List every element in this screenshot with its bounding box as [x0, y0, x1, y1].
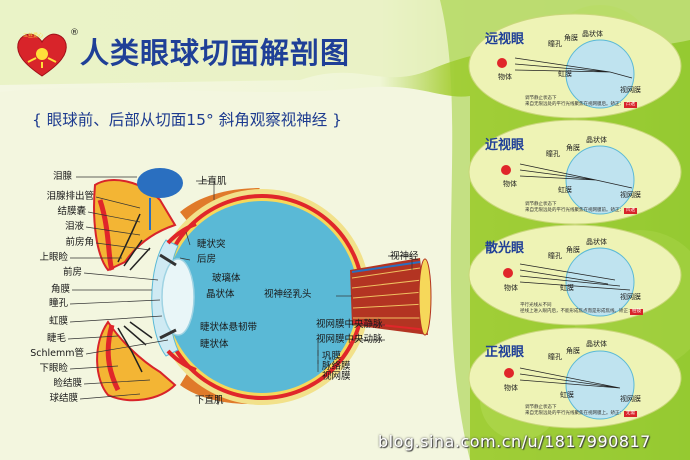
panel-label-iris: 虹膜 [558, 70, 572, 78]
panel-label-iris: 虹膜 [560, 284, 574, 292]
label-central-retinal-artery: 视网膜中央动脉 [316, 334, 383, 345]
panel-label-cornea: 角膜 [566, 347, 580, 355]
panel-label-iris: 虹膜 [558, 186, 572, 194]
panel-label-retina: 视网膜 [620, 86, 641, 94]
panel-emmetropia [468, 327, 682, 429]
panel-title-myopia: 近视眼 [485, 138, 525, 153]
panel-label-object: 物体 [504, 384, 518, 392]
panel-label-retina: 视网膜 [620, 395, 641, 403]
label-central-retinal-vein: 视网膜中央静脉 [316, 319, 383, 330]
panel-label-object: 物体 [503, 180, 517, 188]
panel-label-object: 物体 [504, 284, 518, 292]
panel-note-1: 调节静止状态下 [525, 202, 557, 207]
label-eyelash: 睫毛 [46, 333, 66, 344]
label-pupil: 瞳孔 [48, 298, 68, 309]
label-ciliary-process: 睫状突 [197, 239, 226, 250]
panel-label-pupil: 瞳孔 [548, 353, 562, 361]
panel-label-lens: 晶状体 [582, 30, 603, 38]
panel-title-hyperopia: 远视眼 [485, 32, 525, 47]
panel-correction-badge: 凸透 [624, 102, 637, 108]
panel-label-retina: 视网膜 [620, 191, 641, 199]
panel-hyperopia [468, 13, 682, 119]
panel-label-cornea: 角膜 [564, 34, 578, 42]
panel-correction-badge: 无需 [624, 411, 637, 417]
page-subtitle: { 眼球前、后部从切面15° 斜角观察视神经 } [32, 111, 342, 129]
label-ciliary-body: 睫状体 [200, 339, 229, 350]
label-optic-nerve: 视神经 [390, 251, 419, 262]
label-superior-rectus: 上直肌 [198, 176, 227, 187]
panel-label-iris: 虹膜 [560, 391, 574, 399]
panel-myopia [468, 119, 682, 225]
label-sclera: 巩膜 [322, 351, 342, 362]
panel-note-1: 平行光线从不同 [520, 303, 552, 308]
panel-note-2: 径线上进入眼内后，不能形成焦点而是形成焦线。矫正： [520, 309, 633, 314]
label-posterior-chamber: 后房 [197, 254, 217, 265]
label-choroid: 脉络膜 [322, 361, 351, 372]
panel-title-emmetropia: 正视眼 [485, 345, 525, 360]
label-lens: 晶状体 [206, 289, 235, 300]
panel-label-lens: 晶状体 [586, 238, 607, 246]
panel-label-pupil: 瞳孔 [548, 252, 562, 260]
label-upper-eyelid: 上眼睑 [39, 252, 68, 263]
label-conjunctival-sac: 结膜囊 [57, 206, 86, 217]
label-schlemm-canal: Schlemm管 [30, 348, 84, 359]
label-tear-fluid: 泪液 [64, 221, 84, 232]
label-lower-eyelid: 下眼睑 [39, 363, 68, 374]
label-bulbar-conjunctiva: 球结膜 [49, 393, 78, 404]
panel-correction-badge: 凹透 [624, 208, 637, 214]
label-retina: 视网膜 [322, 371, 351, 382]
label-inferior-rectus: 下直肌 [195, 395, 224, 406]
panel-label-pupil: 瞳孔 [548, 40, 562, 48]
panel-note-2: 来自无限远处的平行光线聚焦在视网膜上。矫正： [525, 411, 624, 416]
label-iris: 虹膜 [48, 316, 68, 327]
page-title: 人类眼球切面解剖图 [80, 36, 351, 70]
panel-correction-badge: 柱镜 [630, 309, 643, 315]
label-anterior-chamber: 前房 [62, 267, 82, 278]
label-cornea: 角膜 [50, 284, 70, 295]
panel-note-1: 调节静止状态下 [525, 96, 557, 101]
label-optic-papilla: 视神经乳头 [264, 289, 312, 300]
heart-logo-icon [17, 33, 67, 77]
panel-label-pupil: 瞳孔 [546, 150, 560, 158]
panel-label-cornea: 角膜 [566, 144, 580, 152]
panel-title-astigmatism: 散光眼 [485, 241, 525, 256]
label-zonule: 睫状体悬韧带 [200, 322, 258, 333]
label-lacrimal-gland: 泪腺 [52, 171, 72, 182]
label-lacrimal-duct: 泪腺排出管 [46, 191, 94, 202]
label-vitreous: 玻璃体 [212, 273, 241, 284]
panel-label-lens: 晶状体 [586, 340, 607, 348]
panel-note-2: 来自无限远处的平行光线聚焦在视网膜后。矫正： [525, 102, 624, 107]
registered-mark: ® [70, 28, 79, 38]
label-palpebral-conjunctiva: 睑结膜 [53, 378, 82, 389]
logo-text: 三丝爱心 [23, 33, 44, 39]
panel-note-1: 调节静止状态下 [525, 405, 557, 410]
watermark: blog.sina.com.cn/u/1817990817 [378, 432, 651, 451]
panel-label-lens: 晶状体 [586, 136, 607, 144]
panel-astigmatism [468, 224, 682, 326]
label-anterior-chamber-angle: 前房角 [65, 237, 94, 248]
panel-note-2: 来自无限远处的平行光线聚焦在视网膜前。矫正： [525, 208, 624, 213]
panel-label-cornea: 角膜 [566, 246, 580, 254]
panel-label-retina: 视网膜 [620, 293, 641, 301]
panel-label-object: 物体 [498, 73, 512, 81]
